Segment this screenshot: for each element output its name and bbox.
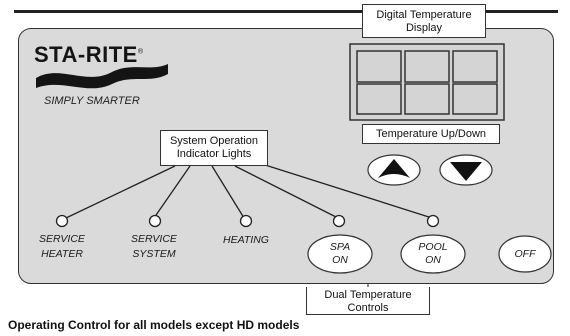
off-label: OFF	[500, 248, 550, 261]
indicator-light-icon	[239, 214, 253, 228]
indicator-lights-callout: System Operation Indicator Lights	[160, 130, 268, 166]
pool-on-label: POOL ON	[403, 241, 463, 267]
indicator-leader-lines	[65, 163, 433, 219]
triangle-up-icon	[378, 159, 410, 178]
temperature-up-button[interactable]	[367, 154, 421, 186]
indicator-light-icon	[148, 214, 162, 228]
indicator-label-service-heater: SERVICE HEATER	[26, 232, 98, 262]
indicator-label-line: SYSTEM	[132, 248, 176, 260]
dual-callout-line-1: Dual Temperature	[324, 289, 412, 301]
indicator-label-heating: HEATING	[206, 233, 286, 248]
button-label-line: SPA	[329, 241, 351, 253]
off-button[interactable]	[498, 235, 552, 273]
display-digit-1	[356, 50, 402, 115]
display-callout-line-2: Display	[405, 22, 443, 34]
brand-tagline: SIMPLY SMARTER	[44, 95, 140, 107]
button-label-line: ON	[332, 254, 348, 266]
indicator-callout-line-2: Indicator Lights	[176, 148, 252, 160]
spa-on-label: SPA ON	[310, 241, 370, 267]
display-digit-2	[404, 50, 450, 115]
brand-swoosh	[36, 64, 168, 89]
indicator-label-line: HEATER	[41, 248, 83, 260]
dual-temperature-callout: Dual Temperature Controls	[306, 287, 430, 315]
display-digit-3	[452, 50, 498, 115]
indicator-callout-line-1: System Operation	[169, 135, 259, 147]
indicator-lights	[55, 214, 440, 228]
button-label-line: OFF	[514, 248, 536, 260]
registered-mark: ®	[137, 48, 144, 56]
button-label-line: ON	[425, 254, 441, 266]
temperature-updown-callout: Temperature Up/Down	[362, 124, 500, 144]
indicator-light-icon	[55, 214, 69, 228]
spa-on-button[interactable]	[307, 234, 373, 274]
top-rule	[14, 10, 558, 13]
figure-caption: Operating Control for all models except …	[8, 318, 300, 332]
indicator-light-icon	[332, 214, 346, 228]
pool-on-button[interactable]	[400, 234, 466, 274]
digital-display	[349, 43, 505, 121]
indicator-label-service-system: SERVICE SYSTEM	[118, 232, 190, 262]
display-callout-line-1: Digital Temperature	[376, 9, 472, 21]
indicator-label-line: SERVICE	[131, 233, 177, 245]
dual-callout-line-2: Controls	[347, 302, 389, 314]
display-callout: Digital Temperature Display	[362, 4, 486, 38]
triangle-down-icon	[450, 162, 482, 181]
brand-logo: STA-RITE®	[34, 42, 143, 68]
brand-name: STA-RITE	[34, 42, 138, 67]
indicator-label-line: SERVICE	[39, 233, 85, 245]
button-label-line: POOL	[418, 241, 448, 253]
indicator-label-line: HEATING	[223, 234, 269, 246]
indicator-light-icon	[426, 214, 440, 228]
temperature-down-button[interactable]	[439, 154, 493, 186]
